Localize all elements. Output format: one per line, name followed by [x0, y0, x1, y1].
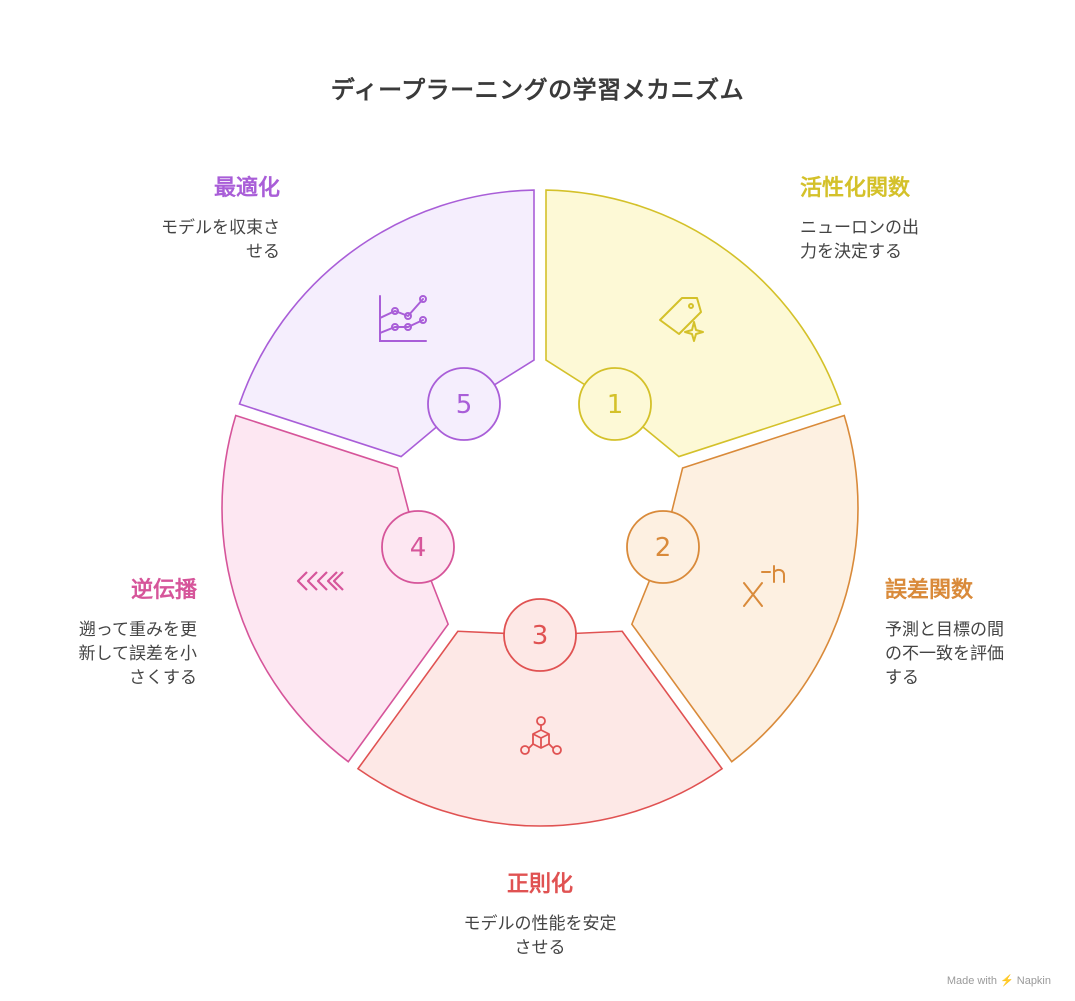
- step-3-title: 正則化: [506, 872, 573, 897]
- step-5-number: 5: [456, 390, 473, 420]
- step-1-title: 活性化関数: [800, 176, 911, 201]
- step-5-desc-line1: モデルを収束さ: [161, 218, 280, 238]
- icons-group: [296, 295, 785, 755]
- sparkle-tag-icon: [659, 297, 704, 342]
- napkin-watermark: Made with ⚡ Napkin: [946, 975, 1051, 987]
- step-4-description: 遡って重みを更 新して誤差を小 さくする: [20, 618, 198, 690]
- step-1-description: ニューロンの出 力を決定する: [800, 216, 1040, 264]
- step-4-desc-line2: 新して誤差を小: [78, 644, 198, 664]
- page-title: ディープラーニングの学習メカニズム: [330, 76, 745, 104]
- double-chevron-left-icon: [296, 571, 344, 591]
- step-3-desc-line1: モデルの性能を安定: [463, 914, 617, 934]
- exponent-x-icon: [743, 565, 785, 607]
- step-4-number: 4: [410, 533, 427, 563]
- step-3-desc-line2: させる: [514, 938, 566, 958]
- step-2-circle: [626, 510, 700, 584]
- step-1-desc-line2: 力を決定する: [800, 242, 902, 262]
- step-2-title: 誤差関数: [885, 578, 974, 603]
- step-4-label: 逆伝播 遡って重みを更 新して誤差を小 さくする: [20, 572, 198, 690]
- step-1-number: 1: [607, 390, 624, 420]
- step-5-label: 最適化 モデルを収束さ せる: [60, 170, 280, 264]
- step-4-title: 逆伝播: [130, 578, 197, 603]
- step-2-number: 2: [655, 533, 672, 563]
- step-5-desc-line2: せる: [246, 242, 280, 262]
- step-3-circle: [503, 598, 577, 672]
- step-3-description: モデルの性能を安定 させる: [400, 912, 680, 960]
- step-3-number: 3: [532, 621, 549, 651]
- step-4-desc-line3: さくする: [129, 668, 197, 688]
- step-2-desc-line2: の不一致を評価: [885, 644, 1004, 664]
- step-1-circle: [578, 367, 652, 441]
- step-4-desc-line1: 遡って重みを更: [78, 620, 197, 640]
- step-3-label: 正則化 モデルの性能を安定 させる: [400, 866, 680, 960]
- network-cube-icon: [520, 716, 562, 755]
- step-4-circle: [381, 510, 455, 584]
- step-5-circle: [427, 367, 501, 441]
- step-1-desc-line1: ニューロンの出: [800, 218, 919, 238]
- step-1-label: 活性化関数 ニューロンの出 力を決定する: [800, 170, 1040, 264]
- step-2-desc-line3: する: [885, 668, 919, 688]
- step-2-label: 誤差関数 予測と目標の間 の不一致を評価 する: [885, 572, 1065, 690]
- step-2-description: 予測と目標の間 の不一致を評価 する: [885, 618, 1065, 690]
- step-5-title: 最適化: [213, 176, 280, 201]
- line-chart-icon: [379, 295, 427, 342]
- number-circles-group: 1 2 3 4 5: [381, 367, 700, 672]
- step-2-desc-line1: 予測と目標の間: [885, 620, 1004, 640]
- step-5-description: モデルを収束さ せる: [60, 216, 280, 264]
